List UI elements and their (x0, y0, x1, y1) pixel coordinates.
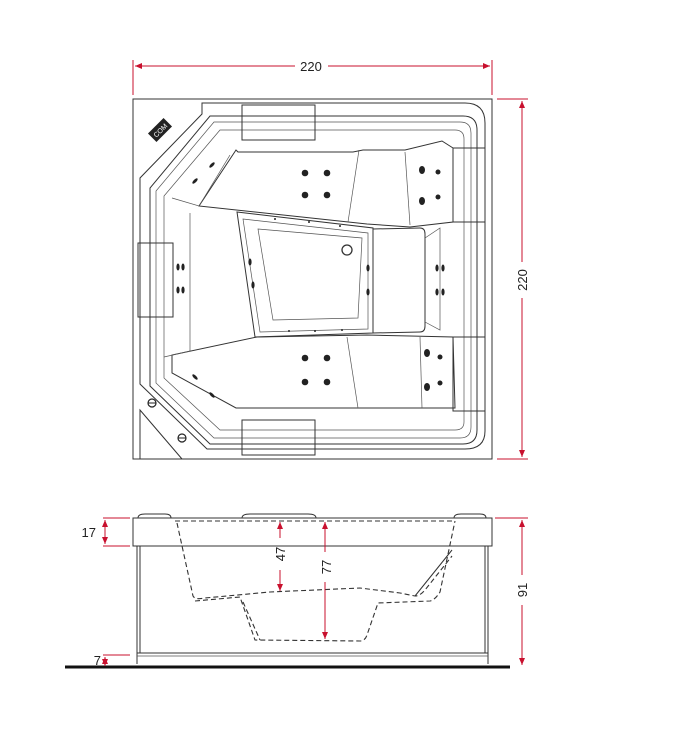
lounge-right (372, 227, 426, 334)
headrest-left (137, 242, 174, 318)
headrest-bottom (241, 419, 316, 456)
side-rim (132, 517, 493, 547)
control-badge: COM (147, 117, 173, 143)
water-depth-dimension: 77 (319, 522, 334, 639)
total-height-label: 91 (515, 583, 530, 597)
drain-icon (341, 244, 353, 256)
rim-height-dimension: 17 (82, 517, 130, 547)
water-depth-label: 77 (319, 560, 334, 574)
corner-panel (139, 408, 183, 460)
side-view (65, 513, 510, 669)
seat-depth-label: 47 (273, 547, 288, 561)
rim-height-label: 17 (82, 525, 96, 540)
outer-frame (132, 98, 493, 460)
inner-rim-2 (155, 121, 472, 439)
leg-height-label: 7 (94, 653, 101, 668)
seat-bottom (171, 334, 456, 409)
headrest-top (241, 104, 316, 141)
jets (176, 162, 445, 398)
headrest-right-bottom (452, 336, 486, 412)
headrest-right-top (452, 147, 486, 223)
plan-width-dimension: 220 (132, 59, 493, 95)
plan-depth-label: 220 (515, 269, 530, 291)
total-height-dimension: 91 (495, 517, 530, 665)
screw-icon (147, 398, 187, 443)
plan-view: COM (132, 98, 493, 460)
plan-depth-dimension: 220 (497, 98, 530, 460)
outer-rim (139, 102, 486, 450)
leg-height-dimension: 7 (94, 653, 130, 668)
seat-depth-dimension: 47 (273, 522, 288, 591)
plan-width-label: 220 (300, 59, 322, 74)
inner-rim-1 (149, 115, 478, 445)
inner-rim-3 (163, 129, 465, 431)
